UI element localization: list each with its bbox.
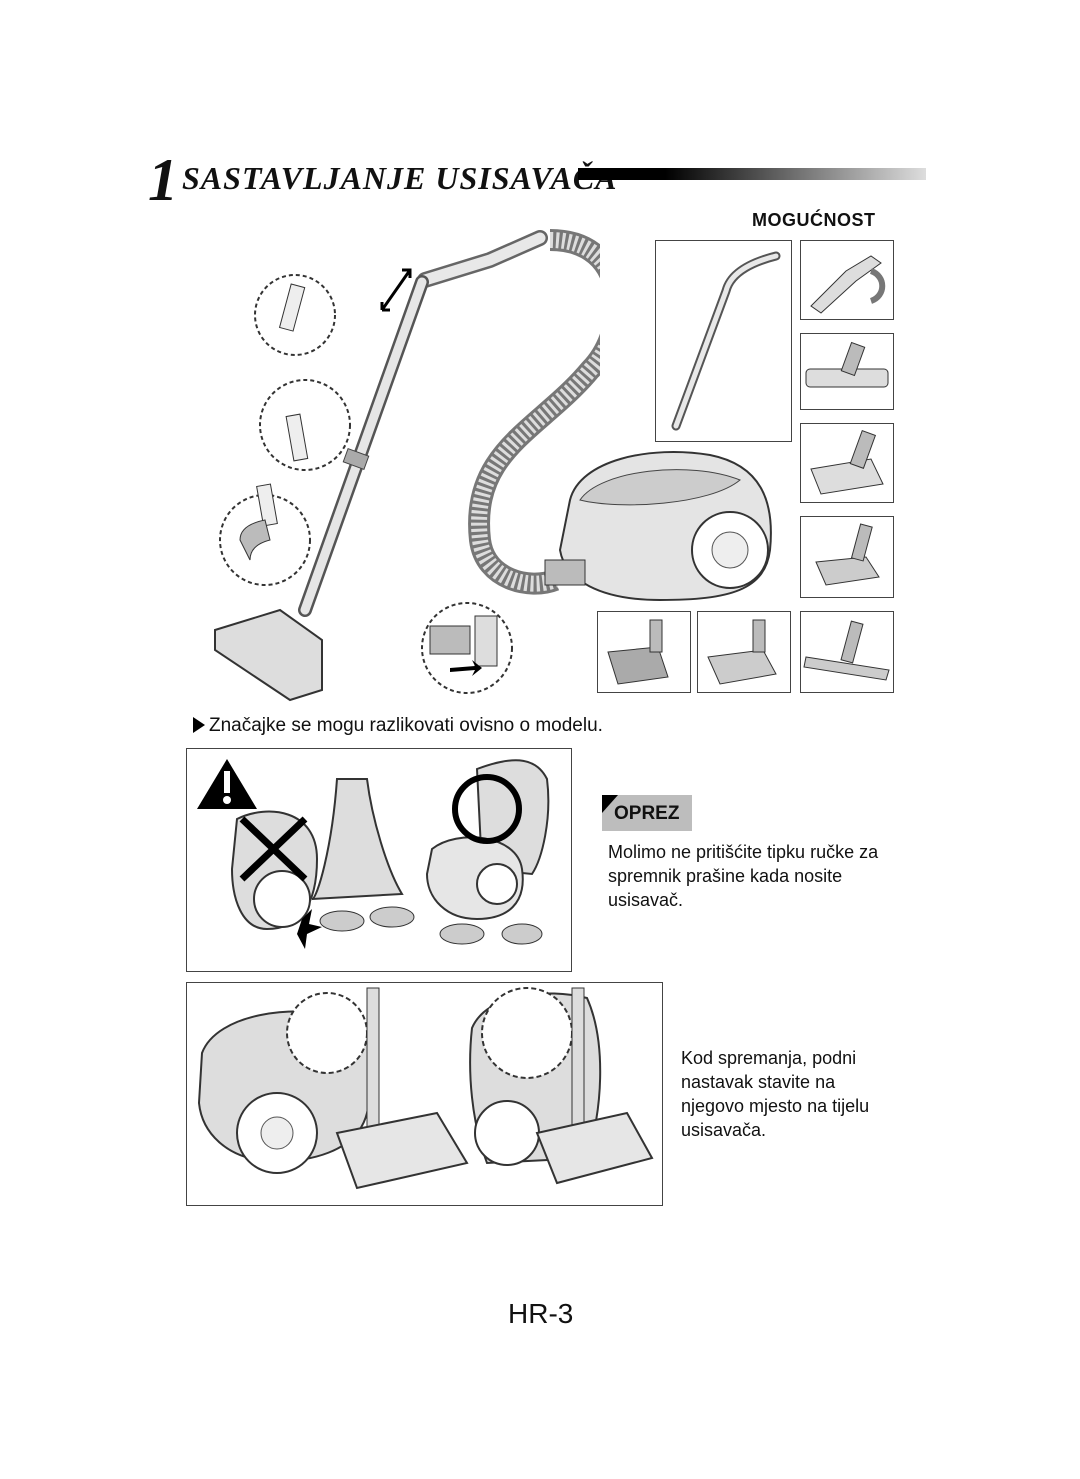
accessory-wide-nozzle [800, 611, 894, 693]
turbo-brush-icon [815, 523, 880, 586]
model-note: Značajke se mogu razlikovati ovisno o mo… [193, 715, 603, 737]
heading-rule [578, 168, 926, 180]
section-title: SASTAVLJANJE USISAVAČA [182, 160, 618, 196]
storage-drawing [197, 987, 654, 1190]
handle-icon [810, 255, 886, 314]
accessory-parquet-brush [800, 333, 894, 410]
accessory-turbo-nozzle-b [697, 611, 791, 693]
carry-warning-drawing [197, 759, 550, 949]
section-number: 1 [148, 147, 178, 213]
caution-text: Molimo ne pritišćite tipku ručke za spre… [608, 842, 879, 910]
turbo-nozzle-icon [607, 619, 669, 685]
telescopic-tube-icon [671, 251, 781, 431]
caution-badge-shape [602, 795, 692, 831]
caution-label: OPREZ [614, 803, 680, 824]
caution-badge: OPREZ [602, 795, 712, 831]
cross-icon [239, 816, 308, 882]
accessory-turbo-brush [800, 516, 894, 598]
accessory-turbo-nozzle-a [597, 611, 691, 693]
floor-nozzle-icon [810, 429, 884, 495]
page-number: HR-3 [508, 1298, 574, 1329]
hose-connection-illustration [421, 602, 513, 694]
storage-illustration [186, 982, 663, 1206]
storage-text: Kod spremanja, podni nastavak stavite na… [681, 1048, 870, 1140]
wide-nozzle-icon [803, 620, 890, 681]
parquet-brush-icon [805, 341, 889, 388]
accessory-handle [800, 240, 894, 320]
vacuum-assembly-illustration [214, 229, 600, 702]
circle-ok-icon [452, 774, 522, 844]
carry-warning-illustration [186, 748, 572, 972]
turbo-nozzle-icon [707, 619, 777, 685]
option-label: MOGUĆNOST [752, 210, 876, 230]
accessory-telescopic-tube [655, 240, 792, 442]
section-heading: 1 SASTAVLJANJE USISAVAČA [148, 150, 928, 210]
canister-body-illustration [544, 451, 772, 602]
bullet-arrow-icon [193, 717, 205, 733]
model-note-text: Značajke se mogu razlikovati ovisno o mo… [209, 715, 603, 736]
accessory-floor-nozzle [800, 423, 894, 503]
